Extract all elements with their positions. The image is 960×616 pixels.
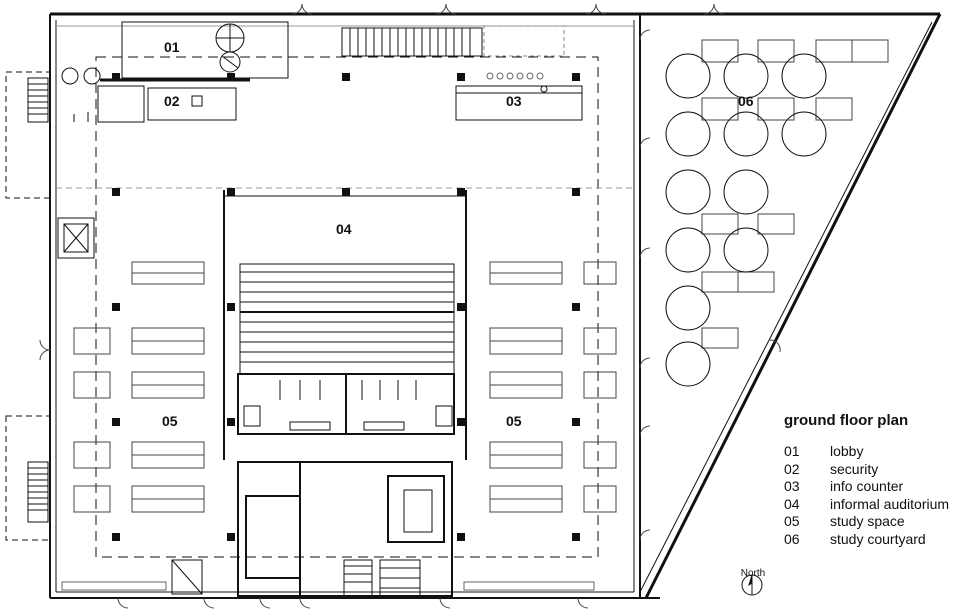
north-label: North xyxy=(740,568,766,579)
legend-number: 05 xyxy=(784,513,800,529)
room-label-05-right: 05 xyxy=(506,413,522,429)
legend-row: 06 study courtyard xyxy=(784,531,954,549)
bottom-benches xyxy=(61,581,595,591)
structural-columns xyxy=(112,73,580,541)
room-label-01: 01 xyxy=(164,39,180,55)
service-core xyxy=(171,461,453,597)
legend-label: informal auditorium xyxy=(830,495,950,512)
toilet-block xyxy=(237,373,455,435)
legend-number: 02 xyxy=(784,460,800,477)
room-label-06: 06 xyxy=(738,93,754,109)
room-label-03: 03 xyxy=(506,93,522,109)
courtyard-outline xyxy=(639,12,942,599)
legend-number: 01 xyxy=(784,443,800,459)
doors xyxy=(39,3,781,609)
legend-label: info counter xyxy=(830,478,904,494)
legend-row: 04 informal auditorium xyxy=(784,496,954,514)
legend-row: 05 study space xyxy=(784,513,954,531)
study-tables-right xyxy=(489,261,617,513)
study-tables-left xyxy=(73,261,205,513)
legend-row: 03 info counter xyxy=(784,478,954,496)
stair-top xyxy=(341,25,565,57)
lobby-box xyxy=(121,21,289,79)
building-outline xyxy=(49,12,641,599)
legend-number: 04 xyxy=(784,495,800,512)
legend-label: security xyxy=(830,460,879,477)
room-label-05-left: 05 xyxy=(162,413,178,429)
legend-label: study space xyxy=(830,513,905,529)
legend: ground floor plan 01 lobby 02 security 0… xyxy=(784,412,954,548)
legend-number: 03 xyxy=(784,478,800,494)
legend-row: 01 lobby xyxy=(784,443,954,461)
dashed-boundary xyxy=(95,56,599,558)
legend-label: lobby xyxy=(830,443,864,459)
legend-number: 06 xyxy=(784,530,800,547)
info-counter-box xyxy=(455,85,583,121)
legend-label: study courtyard xyxy=(830,530,926,547)
plan-title: ground floor plan xyxy=(784,412,909,429)
left-annex xyxy=(5,67,101,541)
room-label-04: 04 xyxy=(336,221,352,237)
north-arrow-icon xyxy=(741,574,763,596)
courtyard-furniture xyxy=(665,39,889,387)
room-label-02: 02 xyxy=(164,93,180,109)
legend-row: 02 security xyxy=(784,461,954,479)
security-box xyxy=(147,87,237,121)
